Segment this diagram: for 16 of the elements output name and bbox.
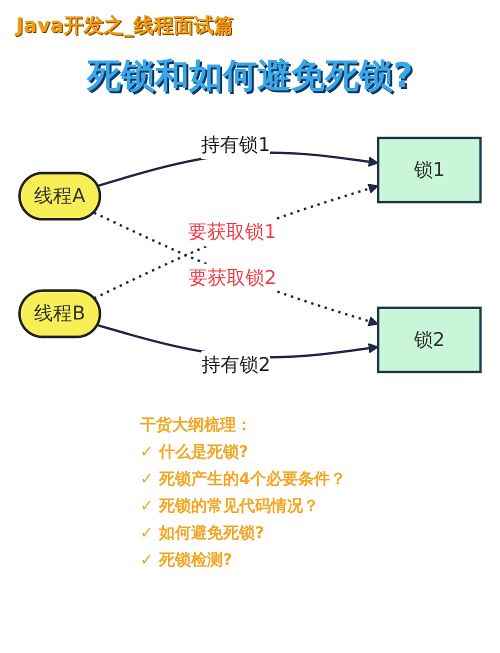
main-title: 死锁和如何避免死锁?: [86, 55, 414, 98]
arrow: [94, 212, 379, 326]
outline-heading: 干货大纲梳理：: [140, 415, 252, 436]
outline-item: ✓ 死锁检测?: [140, 550, 232, 571]
outline-item: ✓ 什么是死锁?: [140, 442, 248, 463]
edge-label: 要获取锁2: [188, 266, 276, 289]
outline-item: ✓ 死锁产生的4个必要条件？: [140, 469, 346, 490]
node-box: 锁2: [376, 306, 482, 374]
edge-label: 持有锁2: [201, 353, 270, 376]
outline-item: ✓ 死锁的常见代码情况？: [140, 496, 319, 517]
outline-item: ✓ 如何避免死锁?: [140, 523, 264, 544]
arrow: [94, 184, 379, 300]
edge-label: 持有锁1: [201, 133, 270, 156]
series-heading: Java开发之_线程面试篇: [16, 12, 234, 39]
node-box: 锁1: [376, 136, 482, 204]
edge-label: 要获取锁1: [188, 220, 276, 243]
